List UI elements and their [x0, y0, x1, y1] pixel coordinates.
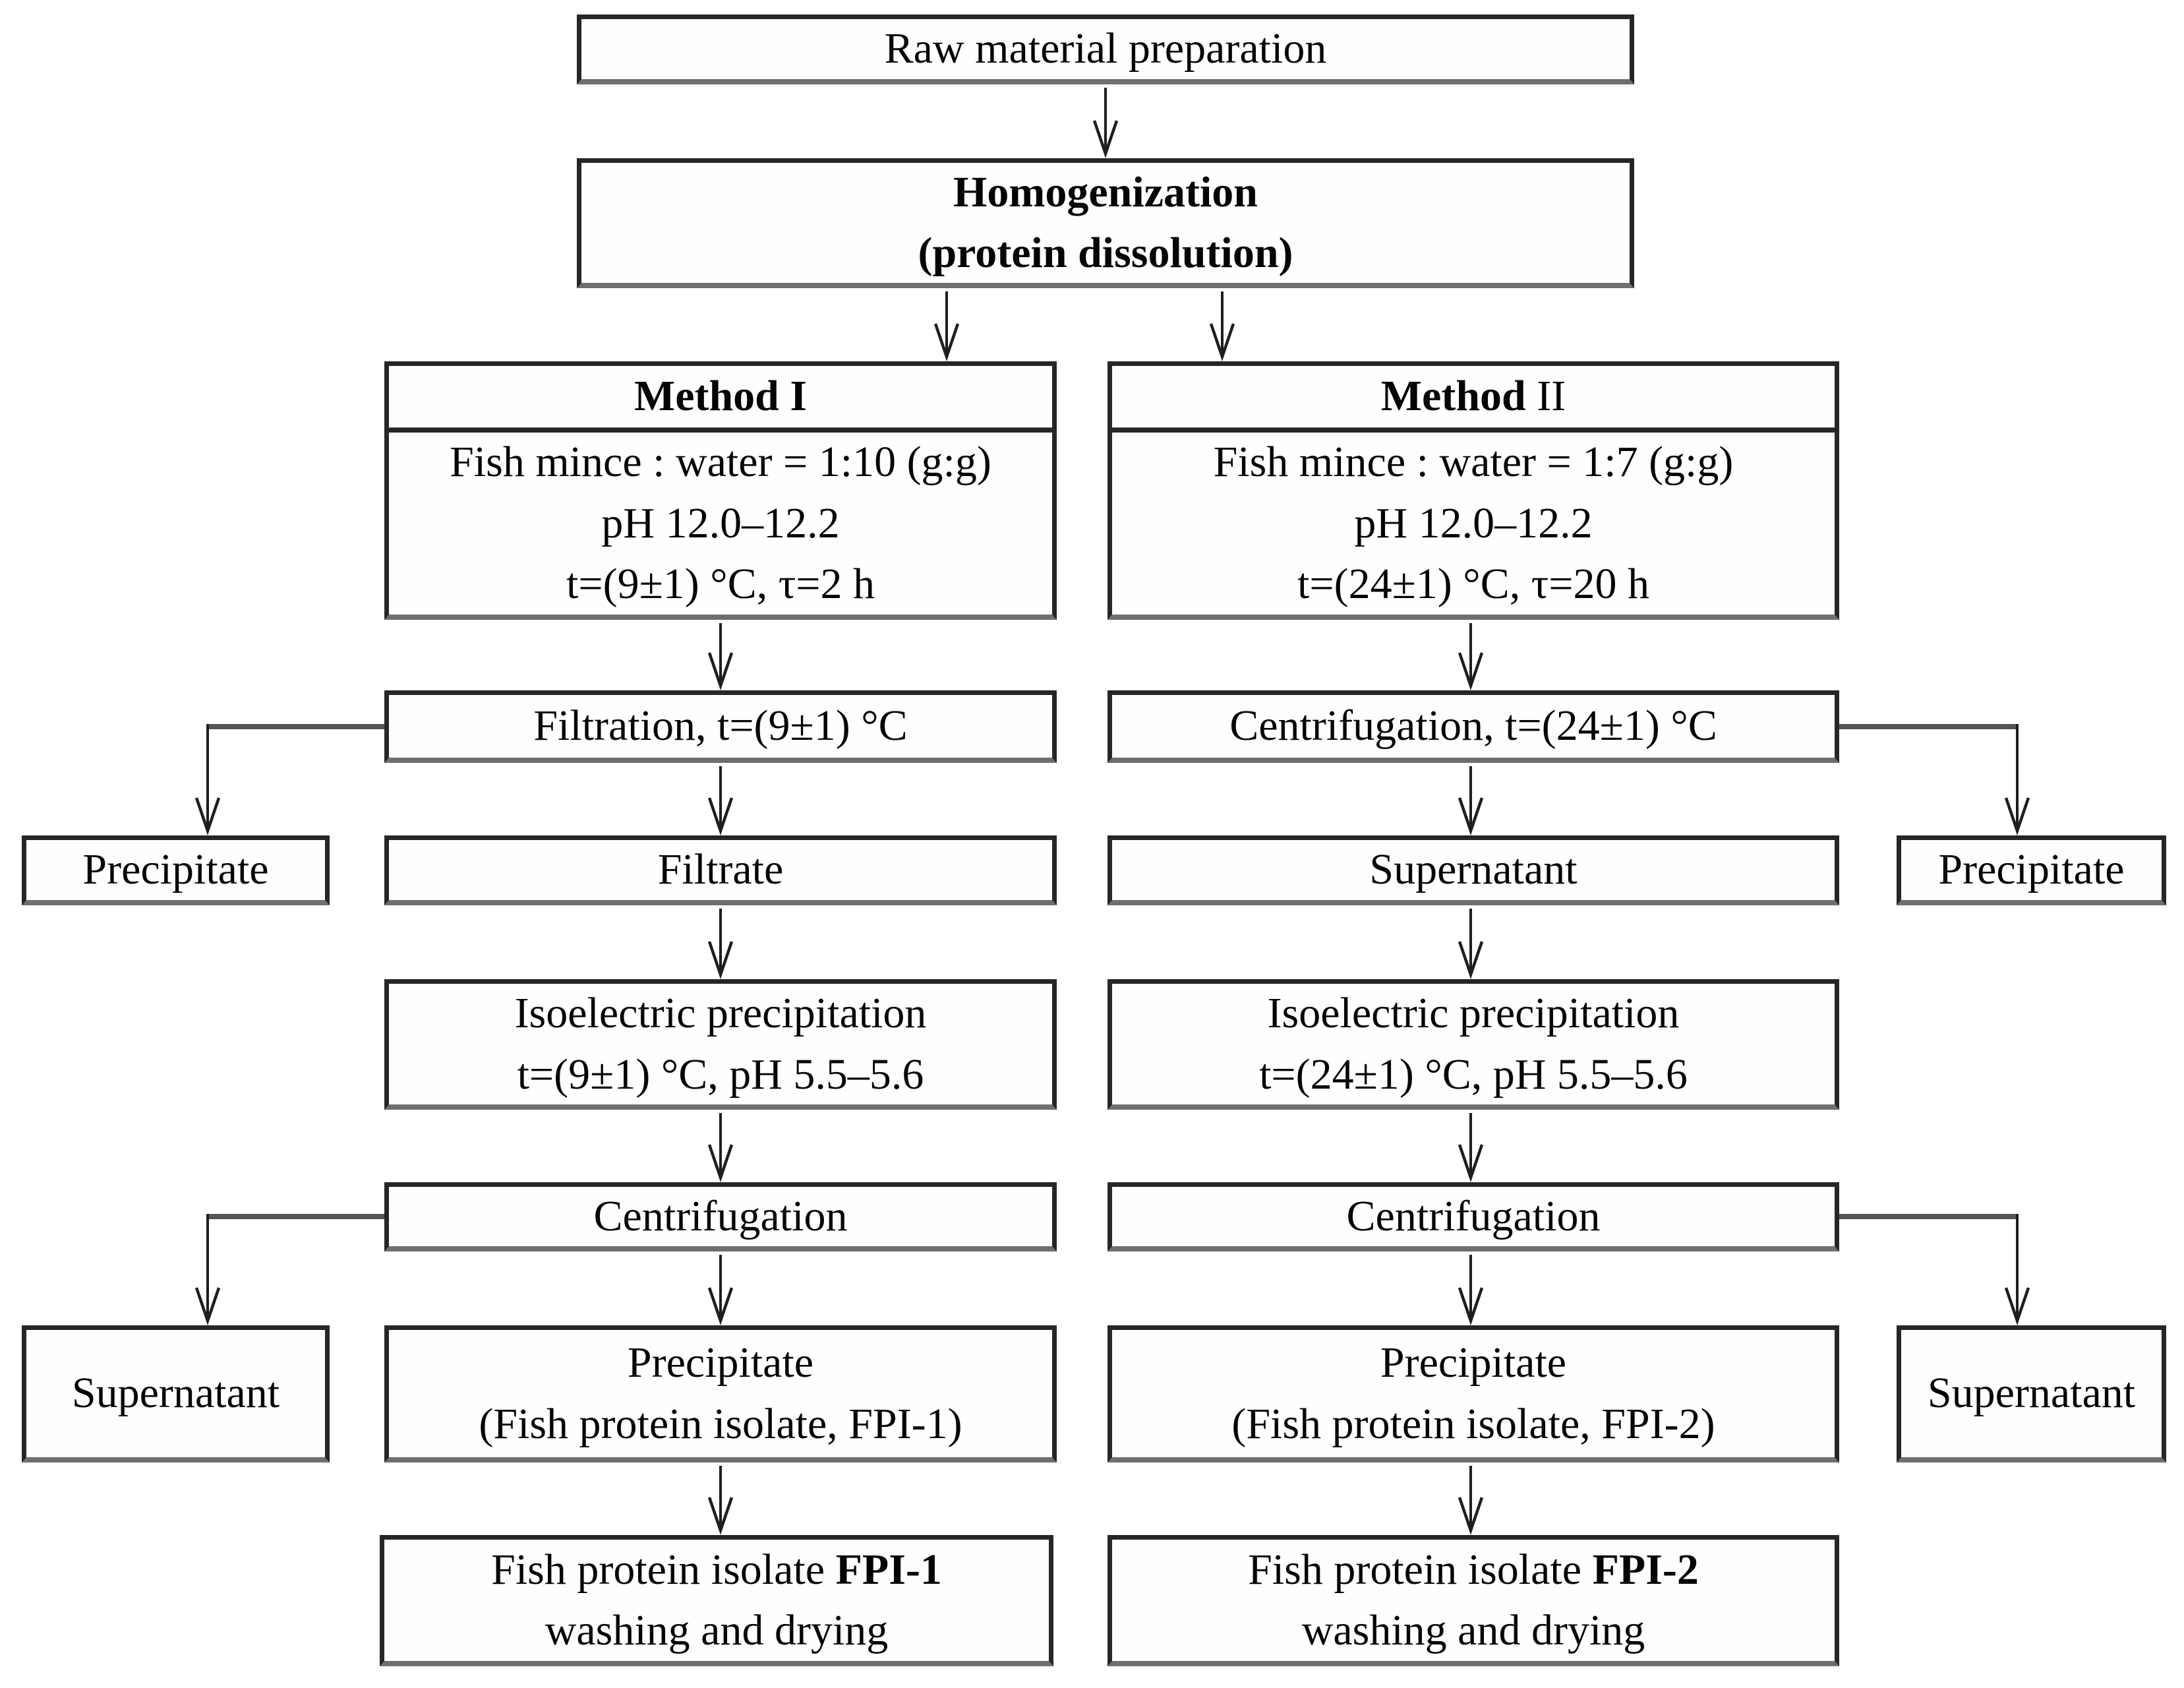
arrowhead-icon: [1458, 797, 1484, 835]
arrowhead-icon: [707, 941, 734, 979]
node-filtration: Filtration, t=(9±1) °C: [384, 690, 1057, 763]
arrowhead-icon: [2004, 1287, 2030, 1325]
node-label: Supernatant: [1927, 1369, 2136, 1418]
node-precipitate-far-left: Precipitate: [22, 835, 330, 905]
node-label-line1: Fish protein isolate FPI-2: [1248, 1540, 1699, 1600]
arrowhead-icon: [707, 652, 734, 690]
node-label-line2: (protein dissolution): [918, 229, 1293, 277]
node-supernatant-far-left: Supernatant: [22, 1325, 330, 1462]
node-fpi1-precipitate: Precipitate (Fish protein isolate, FPI-1…: [384, 1325, 1057, 1462]
node-filtrate: Filtrate: [384, 835, 1057, 905]
node-label: Filtrate: [657, 845, 784, 894]
arrowhead-icon: [1458, 652, 1484, 690]
arrowhead-icon: [1458, 941, 1484, 979]
node-supernatant-m2: Supernatant: [1107, 835, 1839, 905]
arrowhead-icon: [933, 323, 960, 361]
arrowhead-icon: [707, 1287, 734, 1325]
method2-word: Method: [1380, 372, 1537, 421]
node-label: Supernatant: [1369, 845, 1578, 894]
param-line1: Fish mince : water = 1:10 (g:g): [450, 438, 991, 487]
final1-prefix: Fish protein isolate: [491, 1545, 836, 1594]
final1-code: FPI-1: [835, 1545, 942, 1594]
node-label-line2: (Fish protein isolate, FPI-2): [1231, 1399, 1715, 1448]
node-label-line1: Precipitate: [1380, 1339, 1567, 1387]
arrowhead-icon: [1092, 120, 1119, 158]
node-label-line2: (Fish protein isolate, FPI-1): [479, 1399, 962, 1448]
node-label-line1: Fish protein isolate FPI-1: [491, 1540, 942, 1600]
arrowhead-icon: [1458, 1287, 1484, 1325]
node-label-line2: t=(24±1) °C, pH 5.5–5.6: [1259, 1050, 1688, 1099]
node-label: Precipitate: [82, 845, 269, 894]
arrowhead-icon: [1209, 323, 1235, 361]
node-centrifugation-m1-second: Centrifugation: [384, 1182, 1057, 1251]
node-raw-material-preparation: Raw material preparation: [577, 15, 1634, 84]
final2-code: FPI-2: [1592, 1545, 1699, 1594]
final2-prefix: Fish protein isolate: [1248, 1545, 1593, 1594]
node-label-line1: Isoelectric precipitation: [514, 989, 927, 1038]
node-fpi2-washing-drying: Fish protein isolate FPI-2 washing and d…: [1107, 1535, 1839, 1666]
node-label: Centrifugation: [593, 1191, 848, 1240]
node-label: Method II: [1381, 366, 1566, 427]
arrowhead-icon: [194, 797, 221, 835]
arrowhead-icon: [194, 1287, 221, 1325]
node-label-line2: washing and drying: [545, 1606, 889, 1654]
node-supernatant-far-right: Supernatant: [1897, 1325, 2166, 1462]
param-line1: Fish mince : water = 1:7 (g:g): [1213, 438, 1734, 487]
arrowhead-icon: [707, 1144, 734, 1182]
param-line2: pH 12.0–12.2: [601, 498, 840, 547]
node-fpi2-precipitate: Precipitate (Fish protein isolate, FPI-2…: [1107, 1325, 1839, 1462]
arrowhead-icon: [1458, 1144, 1484, 1182]
node-label: Centrifugation, t=(24±1) °C: [1229, 702, 1717, 750]
method2-numeral: II: [1537, 372, 1566, 421]
arrowhead-icon: [707, 797, 734, 835]
node-isoelectric-precipitation-1: Isoelectric precipitation t=(9±1) °C, pH…: [384, 979, 1057, 1110]
arrowhead-icon: [707, 1497, 734, 1535]
node-label-line1: Precipitate: [627, 1339, 814, 1387]
node-isoelectric-precipitation-2: Isoelectric precipitation t=(24±1) °C, p…: [1107, 979, 1839, 1110]
node-label-line2: washing and drying: [1301, 1606, 1645, 1654]
node-label: Method I: [634, 372, 808, 421]
node-homogenization: Homogenization (protein dissolution): [577, 158, 1634, 288]
node-method2-header: Method II: [1107, 361, 1839, 433]
node-label-line1: Homogenization: [953, 167, 1258, 216]
node-method1-params: Fish mince : water = 1:10 (g:g) pH 12.0–…: [384, 428, 1057, 620]
node-label: Raw material preparation: [884, 24, 1327, 73]
param-line2: pH 12.0–12.2: [1354, 498, 1593, 547]
param-line3: t=(9±1) °C, τ=2 h: [566, 560, 875, 609]
node-method1-header: Method I: [384, 361, 1057, 433]
node-label-line2: t=(9±1) °C, pH 5.5–5.6: [517, 1050, 924, 1099]
node-label: Supernatant: [71, 1369, 280, 1418]
node-label-line1: Isoelectric precipitation: [1267, 989, 1680, 1038]
node-label: Filtration, t=(9±1) °C: [533, 702, 908, 750]
node-centrifugation-m2-second: Centrifugation: [1107, 1182, 1839, 1251]
node-precipitate-far-right: Precipitate: [1897, 835, 2166, 905]
node-method2-params: Fish mince : water = 1:7 (g:g) pH 12.0–1…: [1107, 428, 1839, 620]
node-label: Centrifugation: [1346, 1191, 1601, 1240]
param-line3: t=(24±1) °C, τ=20 h: [1297, 560, 1649, 609]
node-fpi1-washing-drying: Fish protein isolate FPI-1 washing and d…: [380, 1535, 1053, 1666]
node-label: Precipitate: [1938, 845, 2125, 894]
node-centrifugation-m2-first: Centrifugation, t=(24±1) °C: [1107, 690, 1839, 763]
arrowhead-icon: [2004, 797, 2030, 835]
arrowhead-icon: [1458, 1497, 1484, 1535]
